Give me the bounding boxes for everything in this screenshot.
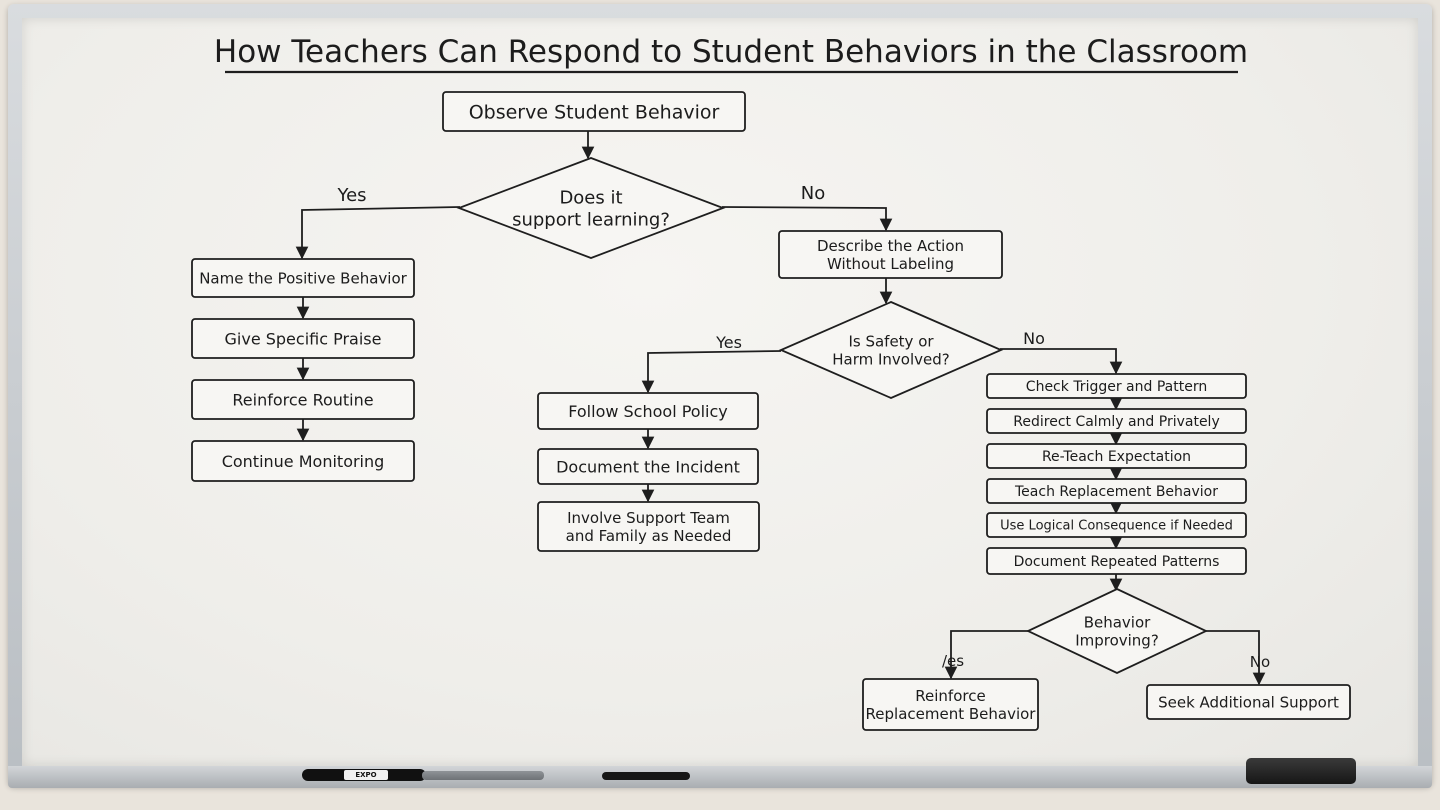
decision-diamond-safety-harm	[778, 301, 1004, 399]
edge-improving-no	[1206, 630, 1266, 686]
node-re-teach: Re-Teach Expectation	[986, 443, 1247, 469]
node-label-logical-consequence-line-0: Use Logical Consequence if Needed	[1000, 519, 1233, 534]
node-check-trigger: Check Trigger and Pattern	[986, 373, 1247, 399]
node-label-specific-praise-line-0: Give Specific Praise	[225, 329, 382, 348]
node-specific-praise: Give Specific Praise	[191, 318, 415, 359]
edge-learning-no	[721, 206, 893, 232]
node-continue-monitoring: Continue Monitoring	[191, 440, 415, 482]
decision-diamond-supports-learning	[456, 157, 726, 259]
node-document-patterns: Document Repeated Patterns	[986, 547, 1247, 575]
marker-brand-label: EXPO	[355, 771, 377, 779]
process-box-continue-monitoring	[191, 440, 415, 482]
node-label-safety-harm-line-1: Harm Involved?	[832, 351, 950, 369]
node-label-supports-learning-line-1: support learning?	[512, 209, 670, 230]
edge-label-learning-no: No	[801, 183, 825, 204]
node-redirect: Redirect Calmly and Privately	[986, 408, 1247, 434]
marker-black: EXPO	[302, 769, 426, 781]
edge-label-improving-no: No	[1250, 653, 1270, 671]
node-seek-support: Seek Additional Support	[1146, 684, 1351, 720]
edge-labels: Yes No Yes No /es No	[336, 183, 1270, 671]
node-label-re-teach-line-0: Re-Teach Expectation	[1042, 449, 1191, 465]
process-box-redirect	[986, 408, 1247, 434]
node-replacement: Teach Replacement Behavior	[986, 478, 1247, 504]
node-label-reinforce-routine-line-0: Reinforce Routine	[232, 390, 373, 409]
node-logical-consequence: Use Logical Consequence if Needed	[986, 512, 1247, 538]
node-label-safety-harm-line-0: Is Safety or	[848, 332, 934, 350]
node-label-name-positive-line-0: Name the Positive Behavior	[199, 269, 407, 287]
edge-label-learning-yes: Yes	[336, 185, 366, 206]
node-school-policy: Follow School Policy	[537, 392, 759, 430]
process-box-support-team	[537, 501, 760, 552]
process-box-reinforce-replacement	[862, 678, 1039, 731]
process-box-seek-support	[1146, 684, 1351, 720]
process-box-re-teach	[986, 443, 1247, 469]
node-label-continue-monitoring-line-0: Continue Monitoring	[222, 452, 385, 471]
node-reinforce-routine: Reinforce Routine	[191, 379, 415, 420]
edge-safety-yes	[641, 350, 782, 394]
node-label-observe-line-0: Observe Student Behavior	[469, 101, 720, 123]
node-label-improving-line-0: Behavior	[1084, 613, 1151, 631]
edge-label-safety-no: No	[1023, 329, 1045, 348]
process-box-replacement	[986, 478, 1247, 504]
node-label-check-trigger-line-0: Check Trigger and Pattern	[1026, 379, 1207, 395]
node-label-replacement-line-0: Teach Replacement Behavior	[1014, 484, 1218, 500]
decision-diamond-improving	[1025, 588, 1209, 674]
edge-label-safety-yes: Yes	[715, 333, 742, 352]
node-label-describe-action-line-0: Describe the Action	[817, 237, 964, 255]
marker-gray	[422, 771, 544, 780]
node-label-document-incident-line-0: Document the Incident	[556, 457, 740, 476]
process-box-reinforce-routine	[191, 379, 415, 420]
node-label-school-policy-line-0: Follow School Policy	[568, 402, 728, 421]
edge-learning-yes	[295, 206, 461, 260]
node-document-incident: Document the Incident	[537, 448, 759, 485]
node-label-improving-line-1: Improving?	[1075, 632, 1159, 650]
node-label-redirect-line-0: Redirect Calmly and Privately	[1013, 414, 1219, 430]
node-observe: Observe Student Behavior	[442, 91, 746, 132]
process-box-school-policy	[537, 392, 759, 430]
process-box-name-positive	[191, 258, 415, 298]
process-box-observe	[442, 91, 746, 132]
edge-improving-yes	[944, 630, 1029, 680]
node-label-document-patterns-line-0: Document Repeated Patterns	[1014, 554, 1220, 570]
diagram-title: How Teachers Can Respond to Student Beha…	[214, 34, 1248, 70]
process-box-describe-action	[778, 230, 1003, 279]
edge-safety-no	[1000, 348, 1123, 375]
eraser	[1246, 758, 1356, 784]
marker-slim	[602, 772, 690, 780]
node-label-describe-action-line-1: Without Labeling	[827, 255, 954, 273]
edges	[295, 131, 1266, 686]
edge-label-improving-yes: /es	[942, 652, 964, 670]
process-box-document-incident	[537, 448, 759, 485]
node-label-support-team-line-0: Involve Support Team	[567, 509, 730, 527]
node-label-reinforce-replacement-line-0: Reinforce	[915, 687, 985, 705]
process-box-check-trigger	[986, 373, 1247, 399]
process-box-specific-praise	[191, 318, 415, 359]
process-box-document-patterns	[986, 547, 1247, 575]
node-label-reinforce-replacement-line-1: Replacement Behavior	[866, 705, 1037, 723]
node-label-support-team-line-1: and Family as Needed	[566, 527, 732, 545]
node-name-positive: Name the Positive Behavior	[191, 258, 415, 298]
node-label-supports-learning-line-0: Does it	[559, 188, 622, 209]
node-label-seek-support-line-0: Seek Additional Support	[1158, 693, 1339, 711]
process-box-logical-consequence	[986, 512, 1247, 538]
